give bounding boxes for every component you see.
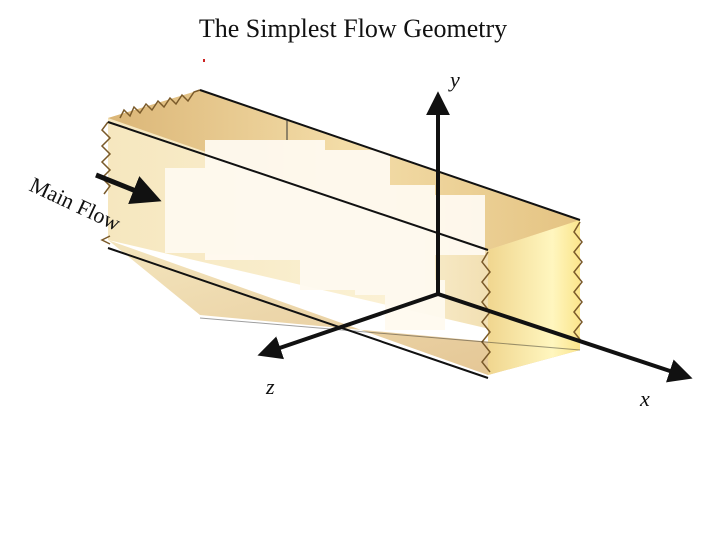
duct-top-torn-edge — [119, 89, 201, 119]
duct-edge-upper-front — [107, 121, 489, 251]
z-axis — [257, 292, 439, 360]
diagram-title: The Simplest Flow Geometry — [198, 14, 508, 43]
duct-left-lower-torn-edge — [100, 235, 111, 245]
axes: y x z — [257, 67, 693, 411]
duct-edge-lower-back — [199, 317, 581, 351]
duct-edge-lower-front — [107, 247, 489, 379]
duct-bottom-face — [108, 240, 580, 375]
y-axis-label: y — [448, 67, 460, 92]
red-marker — [203, 59, 205, 62]
duct-edge-upper-back — [199, 89, 581, 221]
x-axis — [437, 292, 693, 383]
duct-left-torn-edge — [100, 121, 112, 195]
z-axis-label: z — [265, 374, 275, 399]
duct-highlight — [165, 140, 485, 330]
x-axis-label: x — [639, 386, 650, 411]
duct-end-right-torn-edge — [573, 221, 583, 343]
duct — [100, 89, 583, 379]
duct-end-face — [488, 220, 580, 375]
main-flow-arrow — [95, 172, 162, 205]
